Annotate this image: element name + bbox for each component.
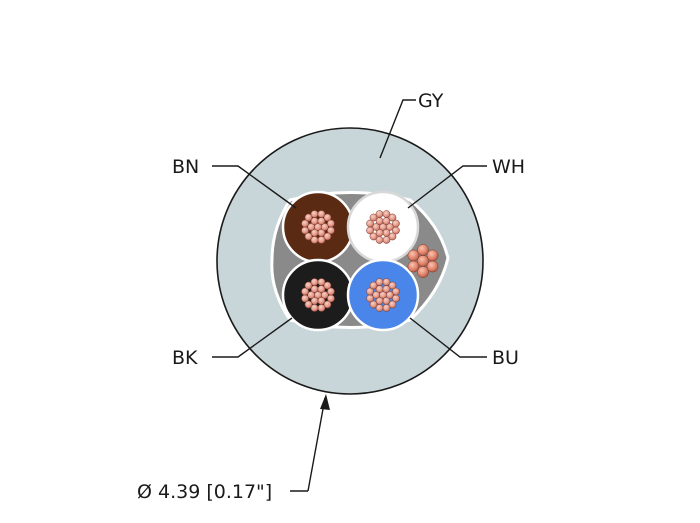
strand [310,278,319,286]
conductor-strands-brown [301,210,335,244]
strand [366,287,374,296]
strand [301,287,309,296]
strand [317,304,326,312]
strand [385,291,394,299]
strand [375,236,384,244]
strand [366,219,374,228]
strand [317,278,326,286]
conductor-strands-blue [366,278,400,312]
strand [301,294,309,303]
strand [369,281,378,290]
strand [323,213,332,222]
strand [392,287,400,296]
drain-wire [407,244,439,278]
strand [323,281,332,290]
conductor-strands-black [301,278,335,312]
strand [304,281,313,290]
strand [369,300,378,309]
strand [301,226,309,235]
label-diameter: Ø 4.39 [0.17"] [137,481,272,503]
label-bu: BU [492,347,519,369]
strand [375,210,384,218]
leader-line-diameter [307,397,326,492]
strand [327,219,335,228]
strand [382,278,391,286]
strand [372,223,381,231]
strand [327,287,335,296]
strand [388,232,397,241]
strand [310,236,319,244]
core-black [281,258,355,332]
strand [382,304,391,312]
leader-line-bk [212,317,293,358]
strand [375,304,384,312]
drain-strand [407,249,420,262]
strand [366,294,374,303]
strand [392,219,400,228]
leader-line-gy [379,99,416,159]
strand [369,213,378,222]
strand [307,291,316,299]
strand [310,304,319,312]
leader-line-wh [407,165,487,209]
strand [382,210,391,218]
label-bn: BN [172,156,199,178]
strand [369,232,378,241]
core-blue [346,258,420,332]
strand [320,223,329,231]
drain-strand [417,266,429,278]
core-brown [281,190,355,264]
strand [385,223,394,231]
label-gy: GY [418,90,444,112]
strand [304,300,313,309]
label-wh: WH [492,156,525,178]
strand [388,213,397,222]
strand [320,291,329,299]
strand [372,291,381,299]
strand [323,232,332,241]
diameter-arrowhead [320,394,330,410]
strand [366,226,374,235]
strand [388,300,397,309]
drain-strand [407,260,420,273]
core-white [346,190,420,264]
conductor-strands-white [366,210,400,244]
drain-strand [426,249,439,262]
strand [323,300,332,309]
leader-line-bn [212,165,297,209]
strand [307,223,316,231]
strand [317,210,326,218]
label-bk: BK [172,347,198,369]
strand [310,210,319,218]
strand [317,236,326,244]
drain-strand [417,244,429,256]
strand [388,281,397,290]
strand [375,278,384,286]
strand [301,219,309,228]
leader-line-bu [409,317,487,358]
strand [304,232,313,241]
strand [382,236,391,244]
strand [304,213,313,222]
